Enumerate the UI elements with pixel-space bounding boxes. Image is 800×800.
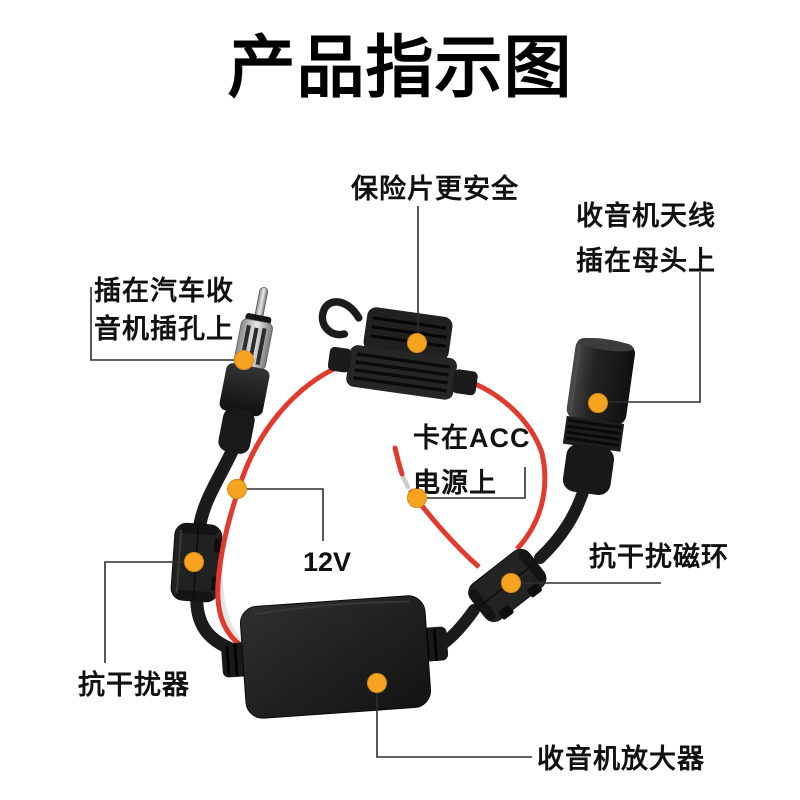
- fuse-clip: [318, 298, 363, 339]
- leader-amplifier: [376, 691, 532, 758]
- leader-voltage: [246, 488, 324, 541]
- callout-dot-antenna-plug: [234, 350, 254, 370]
- callout-dot-voltage: [227, 479, 247, 499]
- leader-acc: [427, 467, 526, 499]
- callout-dot-ferrite-left: [184, 552, 204, 572]
- label-voltage: 12V: [303, 547, 352, 577]
- label-antenna-jack: 收音机天线 插在母头上: [576, 201, 716, 276]
- label-fuse: 保险片更安全: [351, 174, 519, 204]
- amplifier-box: [221, 595, 449, 719]
- label-amplifier: 收音机放大器: [537, 744, 705, 774]
- red-wire-right: [467, 378, 548, 551]
- red-wire-left: [215, 363, 342, 655]
- label-noise-filter: 抗干扰器: [78, 670, 190, 700]
- label-antenna-plug: 插在汽车收 音机插孔上: [94, 276, 234, 344]
- cable-right-upper: [534, 480, 591, 564]
- callout-dot-fuse: [407, 333, 427, 353]
- leader-antenna-plug: [90, 287, 235, 361]
- callout-dot-acc: [407, 488, 427, 508]
- leader-noise-filter: [104, 561, 188, 663]
- page-title: 产品指示图: [227, 30, 573, 106]
- callout-dot-amplifier: [367, 673, 387, 693]
- callout-dot-ferrite-right: [501, 573, 521, 593]
- fuse-holder: [318, 298, 478, 400]
- callout-dot-antenna-jack: [588, 393, 608, 413]
- leader-antenna-jack: [608, 272, 701, 403]
- label-acc-power: 卡在ACC 电源上: [413, 423, 531, 498]
- female-connector: [562, 337, 635, 496]
- label-ferrite-ring: 抗干扰磁环: [589, 542, 729, 572]
